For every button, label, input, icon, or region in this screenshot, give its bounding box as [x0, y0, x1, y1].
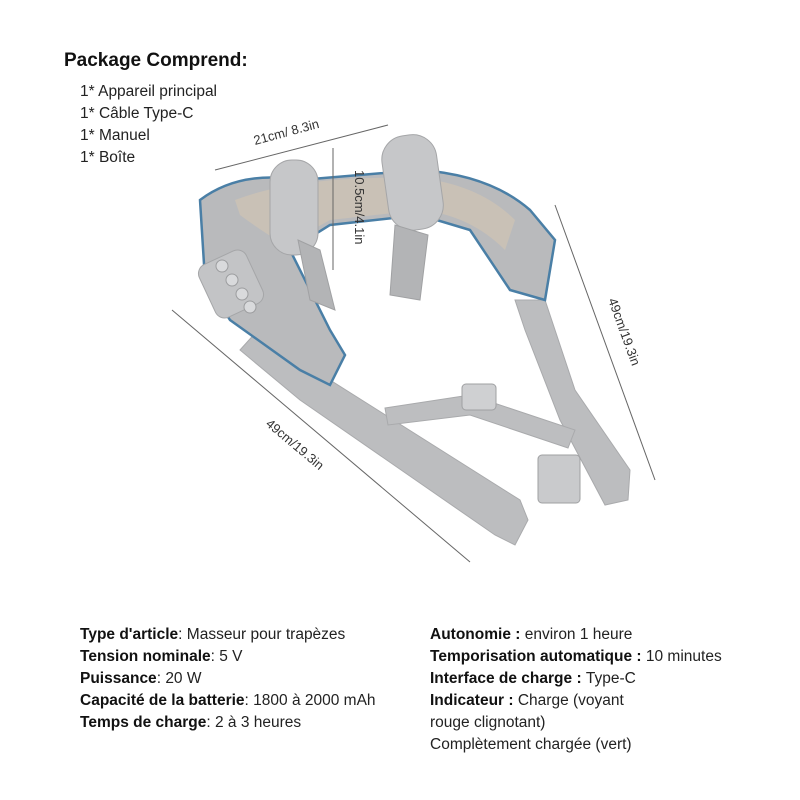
- strap-buckle: [461, 383, 497, 411]
- dim-line-left: [171, 309, 471, 563]
- control-panel: [197, 249, 265, 319]
- spec-row: Temps de charge: 2 à 3 heures: [80, 714, 302, 731]
- dim-label-pillow: 10.5cm/4.1in: [352, 170, 367, 244]
- spec-row: Interface de charge : Type-C: [430, 670, 636, 687]
- specs-right: Autonomie : environ 1 heure Temporisatio…: [430, 624, 722, 756]
- strap-right: [514, 299, 631, 506]
- strap-cross: [384, 383, 581, 504]
- speed-button-icon: [243, 300, 257, 314]
- spec-continuation: Complètement chargée (vert): [430, 736, 632, 753]
- package-title: Package Comprend:: [64, 50, 248, 71]
- dim-line-top: [214, 124, 389, 171]
- spec-row: Autonomie : environ 1 heure: [430, 626, 633, 643]
- heat-button-icon: [235, 287, 249, 301]
- spec-row: Indicateur : Charge (voyant: [430, 692, 624, 709]
- spec-row: Puissance: 20 W: [80, 670, 202, 687]
- package-item: 1* Appareil principal: [80, 83, 218, 100]
- dimension-lines: [171, 124, 656, 563]
- mode-button-icon: [225, 273, 239, 287]
- spec-row: Tension nominale: 5 V: [80, 648, 243, 665]
- dim-label-top: 21cm/ 8.3in: [252, 116, 321, 148]
- package-item: 1* Câble Type-C: [80, 105, 194, 122]
- power-button-icon: [215, 259, 229, 273]
- product-image: 21cm/ 8.3in 10.5cm/4.1in 49cm/19.3in 49c…: [171, 116, 656, 563]
- spec-row: Temporisation automatique : 10 minutes: [430, 648, 722, 665]
- spec-row: Capacité de la batterie: 1800 à 2000 mAh: [80, 692, 376, 709]
- strap-adjuster: [537, 454, 581, 504]
- specs-left: Type d'article: Masseur pour trapèzes Te…: [80, 624, 376, 734]
- package-item: 1* Manuel: [80, 127, 150, 144]
- spec-continuation: rouge clignotant): [430, 714, 546, 731]
- dim-label-right: 49cm/19.3in: [605, 296, 643, 368]
- dim-label-left: 49cm/19.3in: [263, 416, 327, 473]
- massage-pillow-left: [269, 159, 336, 311]
- spec-row: Type d'article: Masseur pour trapèzes: [80, 626, 346, 643]
- package-item: 1* Boîte: [80, 149, 136, 166]
- package-list: 1* Appareil principal 1* Câble Type-C 1*…: [80, 81, 217, 169]
- massage-pillow-right: [381, 134, 444, 301]
- dim-line-right: [554, 204, 656, 481]
